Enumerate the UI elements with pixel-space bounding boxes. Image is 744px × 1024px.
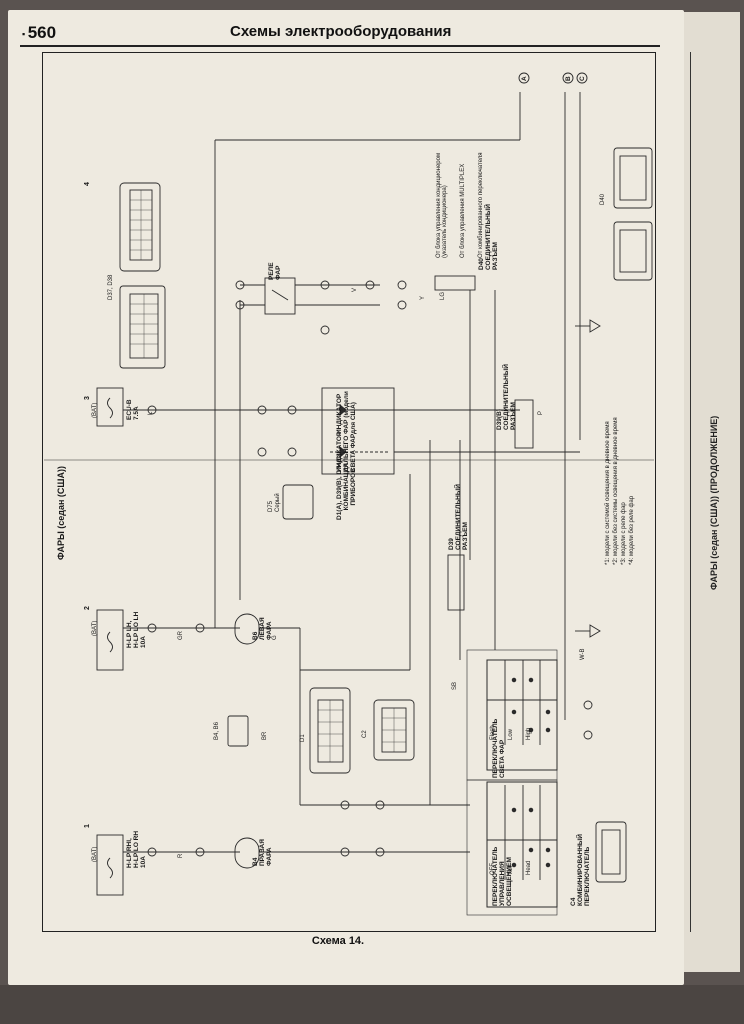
connector-label-d40: D40 (600, 193, 606, 205)
wire-tag-g: G (272, 635, 278, 640)
footnote-3: *3: модели с реле фар (621, 502, 627, 565)
wire-tag-y: Y (420, 295, 426, 300)
page-title: Схемы электрооборудования (230, 23, 452, 40)
beam-indicator-label: ИНДИКАТОР ФАР (модели для США) (336, 391, 357, 434)
terminal-c: C (579, 76, 586, 81)
signal-source-multiplex: От блока управления MULTIPLEX (460, 163, 466, 258)
signal-source-ac: От блока управления кондиционером (указа… (436, 152, 448, 258)
switch-pos-high: High (526, 727, 532, 740)
connector-label-d37-d38: D37, D38 (108, 274, 114, 300)
fuse-label-ecub: ECU-B 7.5A (126, 399, 140, 420)
bat-label-1: (BAT) (92, 846, 98, 862)
page-number: 560 (22, 23, 56, 43)
diagram-frame (42, 52, 656, 932)
wire-tag-wb: W-B (580, 648, 586, 660)
fuse-label-rh: H-LP RHI, H-LP LO RH 10A (126, 830, 147, 868)
switch-pos-tail: Tail (508, 865, 514, 875)
left-headlamp-label: B6 ЛЕВАЯ ФАРА (252, 617, 273, 640)
terminal-b: B (565, 76, 572, 81)
bat-label-2: (BAT) (92, 620, 98, 636)
connector-label-d75: D75 Серый (268, 493, 281, 512)
footnote-4: *4: модели без реле фар (629, 495, 635, 565)
grid-number-3: 3 (84, 396, 91, 400)
switch-pos-off: OFF (490, 863, 496, 875)
wire-tag-p: P (538, 410, 544, 415)
wire-tag-r: R (178, 853, 184, 858)
wire-tag-l: L (148, 411, 154, 415)
grid-number-2: 2 (84, 606, 91, 610)
facing-page-frame (690, 52, 731, 932)
switch-pos-flash: Flash (490, 725, 496, 740)
header-divider (20, 45, 660, 47)
switch-pos-head: Head (526, 860, 532, 875)
connector-label-b4-b6: B4, B6 (214, 721, 220, 740)
right-headlamp-label: B4 ПРАВАЯ ФАРА (252, 839, 273, 866)
figure-caption: Схема 14. (311, 935, 365, 947)
fuse-label-lh: H-LP LH, H-LP LO LH 10A (126, 611, 147, 648)
manual-page (8, 10, 684, 985)
grid-number-1: 1 (84, 824, 91, 828)
terminal-a: A (521, 76, 528, 81)
combination-meter-label: D1(A), D39(B), D74(C) КОМБИНАЦИЯ ПРИБОРО… (336, 453, 357, 520)
switch-pos-low: Low (508, 728, 514, 740)
light-control-switch-label: ПЕРЕКЛЮЧАТЕЛЬ УПРАВЛЕНИЯ ОСВЕЩЕНИЕМ (492, 846, 513, 906)
wire-tag-br: BR (262, 731, 268, 740)
wire-tag-v: V (352, 287, 358, 292)
signal-source-combo: От комбинированного переключателя (478, 152, 484, 259)
combo-switch-label: C4 КОМБИНИРОВАННЫЙ ПЕРЕКЛЮЧАТЕЛЬ (570, 834, 591, 906)
bat-label-3: (BAT) (92, 402, 98, 418)
connector-label-c2: C2 (362, 730, 368, 738)
footnote-2: *2: модели без системы освещения в дневн… (613, 417, 619, 565)
scanner-shadow (0, 985, 744, 1024)
connector-d39-label: D39 СОЕДИНИТЕЛЬНЫЙ РАЗЪЕМ (448, 484, 469, 550)
diagram-title: ФАРЫ (седан (США)) (56, 466, 66, 560)
wire-tag-lg: LG (440, 291, 446, 300)
footnote-1: *1: модели с системой освещения в дневно… (605, 421, 611, 565)
wire-tag-gr: GR (178, 631, 184, 640)
connector-label-d1: D1 (300, 734, 306, 742)
wire-tag-sb: SB (452, 681, 458, 690)
relay-label: РЕЛЕ ФАР (268, 262, 282, 280)
connector-d39b-label: D39(B) СОЕДИНИТЕЛЬНЫЙ РАЗЪЕМ (496, 364, 517, 430)
facing-page-edge (684, 12, 740, 972)
grid-number-4: 4 (84, 182, 91, 186)
